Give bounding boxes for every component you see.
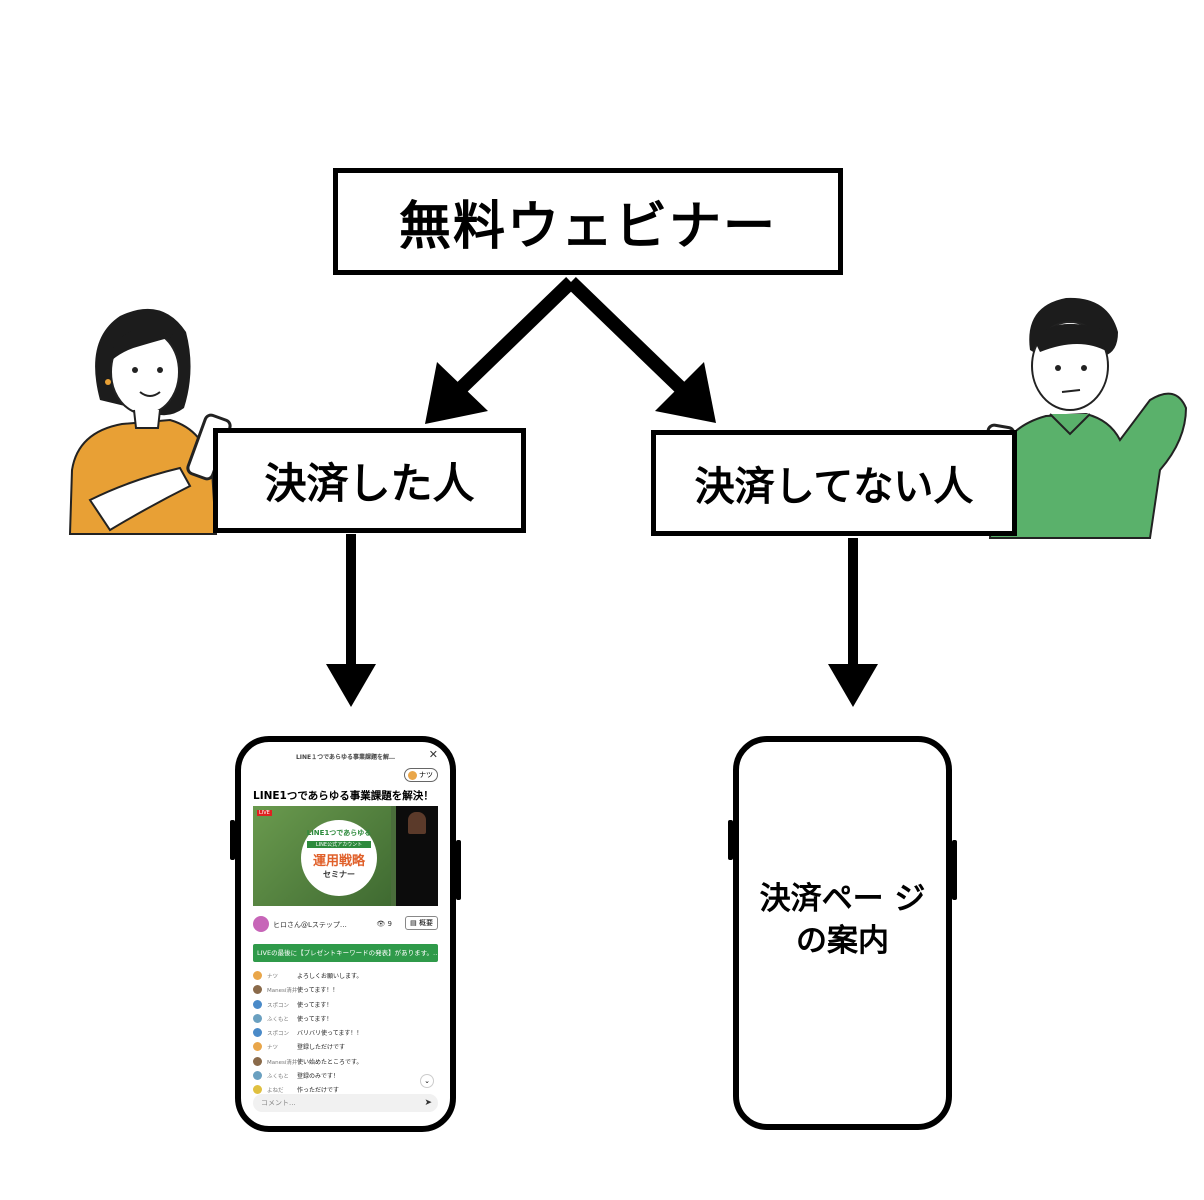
chat-message: ナツ よろしくお願いします。 xyxy=(253,970,438,984)
chat-message: よねだ 作っただけです xyxy=(253,1084,438,1098)
chat-author: ふくもと xyxy=(267,1074,289,1081)
avatar[interactable] xyxy=(253,1042,262,1052)
chat-author: よねだ xyxy=(267,1088,284,1095)
video-player[interactable]: LIVE LINE1つであらゆる LINE公式アカウント 運用戦略 セミナー xyxy=(253,806,438,906)
free-webinar-box: 無料ウェビナー xyxy=(333,168,843,275)
avatar[interactable] xyxy=(253,1056,262,1066)
chat-text: 作っただけです xyxy=(297,1087,340,1095)
avatar[interactable] xyxy=(253,1028,262,1038)
comment-input[interactable]: コメント... ➤ xyxy=(253,1094,438,1112)
summary-button[interactable]: ▤ 概要 xyxy=(405,916,438,930)
chat-message: Manesi清井使い始めたところです。 xyxy=(253,1056,438,1070)
payment-phone: 決済ペー ジ の案内 xyxy=(733,736,952,1130)
chat-message: Manesi清井使ってます！！ xyxy=(253,984,438,998)
chat-author: スポコン xyxy=(267,1031,290,1038)
phone-side-button xyxy=(952,840,957,900)
chat-text: 登録のみです！ xyxy=(297,1073,340,1081)
chat-text: 使ってます！！ xyxy=(297,987,339,995)
avatar[interactable] xyxy=(253,985,262,995)
chat-author: Manesi清井 xyxy=(267,988,298,995)
document-icon: ▤ xyxy=(410,919,417,927)
chat-message: ふくもと 使ってます！ xyxy=(253,1013,438,1027)
payment-guide-line1: 決済ペー ジ xyxy=(759,881,926,917)
chat-message: ナツ 登録しただけです xyxy=(253,1041,438,1055)
badge-line2: LINE公式アカウント xyxy=(307,841,371,848)
chat-message: スポコンバリバリ使ってます！！ xyxy=(253,1027,438,1041)
avatar[interactable] xyxy=(253,1071,262,1081)
unpaid-person-box: 決済してない人 xyxy=(651,430,1017,536)
phone-side-button xyxy=(230,820,235,860)
payment-guide-text: 決済ペー ジ の案内 xyxy=(739,878,946,962)
screen-header: LINE１つであらゆる事業課題を解… xyxy=(295,754,396,761)
stream-title: LINE1つであらゆる事業課題を解決！ LI… xyxy=(253,790,438,802)
badge-line3: 運用戦略 xyxy=(312,854,365,869)
chat-text: 使ってます！ xyxy=(297,1015,333,1023)
chat-text: 登録しただけです xyxy=(297,1044,346,1052)
arrow-shaft-right xyxy=(566,276,695,403)
arrowhead-right xyxy=(655,362,716,423)
summary-button-label: 概要 xyxy=(419,919,433,927)
chat-author: ナツ xyxy=(267,1045,279,1052)
chat-message: ふくもと 登録のみです！ xyxy=(253,1070,438,1084)
chat-author: ふくもと xyxy=(267,1016,289,1023)
chat-text: バリバリ使ってます！！ xyxy=(297,1030,363,1038)
arrow-shaft-right-down xyxy=(848,538,858,668)
live-badge: LIVE xyxy=(257,810,272,816)
comment-placeholder: コメント... xyxy=(261,1099,296,1107)
paid-person-label: 決済した人 xyxy=(264,459,475,508)
eye-icon: 👁 xyxy=(376,920,386,928)
phone-side-button xyxy=(456,840,461,900)
avatar[interactable] xyxy=(253,1013,262,1023)
arrowhead-right-down xyxy=(828,664,878,707)
chat-author: ナツ xyxy=(267,974,279,980)
view-count: 👁 9 xyxy=(376,920,392,928)
close-icon[interactable]: ✕ xyxy=(428,748,438,761)
chat-author: Manesi清井 xyxy=(267,1059,298,1066)
presenter xyxy=(408,812,426,834)
chat-text: 使ってます！ xyxy=(297,1001,333,1009)
scroll-down-icon[interactable]: ⌄ xyxy=(420,1074,434,1088)
send-icon[interactable]: ➤ xyxy=(424,1098,432,1108)
chat-author: スポコン xyxy=(267,1002,290,1009)
user-chip[interactable]: ナツ xyxy=(404,768,438,782)
host-row: ヒロさん@Lステップ… 👁 9 ▤ 概要 xyxy=(253,916,438,934)
chat-text: 使い始めたところです。 xyxy=(297,1058,363,1066)
avatar[interactable] xyxy=(253,1085,262,1095)
avatar[interactable] xyxy=(253,916,269,932)
phone-side-button xyxy=(728,820,733,860)
presenter-video xyxy=(396,806,438,906)
view-count-value: 9 xyxy=(387,920,392,928)
unpaid-person-label: 決済してない人 xyxy=(694,464,974,510)
host-name: ヒロさん@Lステップ… xyxy=(273,921,347,929)
livestream-screen: LINE１つであらゆる事業課題を解… ✕ ナツ LINE1つであらゆる事業課題を… xyxy=(251,748,440,1114)
seminar-badge: LINE1つであらゆる LINE公式アカウント 運用戦略 セミナー xyxy=(301,820,377,896)
livestream-phone: LINE１つであらゆる事業課題を解… ✕ ナツ LINE1つであらゆる事業課題を… xyxy=(235,736,456,1132)
chat-text: よろしくお願いします。 xyxy=(297,973,363,980)
paid-person-box: 決済した人 xyxy=(213,428,526,533)
badge-line1: LINE1つであらゆる xyxy=(306,829,372,837)
announcement-banner[interactable]: LIVEの最後に【プレゼントキーワードの発表】があります。… xyxy=(253,944,438,962)
chat-list: ナツよろしくお願いします。Manesi清井使ってます！！スポコン使ってます！ふく… xyxy=(253,970,438,1099)
badge-line4: セミナー xyxy=(323,870,355,879)
avatar[interactable] xyxy=(253,999,262,1009)
arrowhead-left xyxy=(425,362,488,424)
avatar[interactable] xyxy=(253,971,262,980)
arrowhead-left-down xyxy=(326,664,376,707)
payment-guide-line2: の案内 xyxy=(796,923,889,959)
arrow-shaft-left xyxy=(447,276,576,403)
arrow-shaft-left-down xyxy=(346,534,356,668)
chat-message: スポコン使ってます！ xyxy=(253,999,438,1013)
free-webinar-label: 無料ウェビナー xyxy=(398,197,777,257)
